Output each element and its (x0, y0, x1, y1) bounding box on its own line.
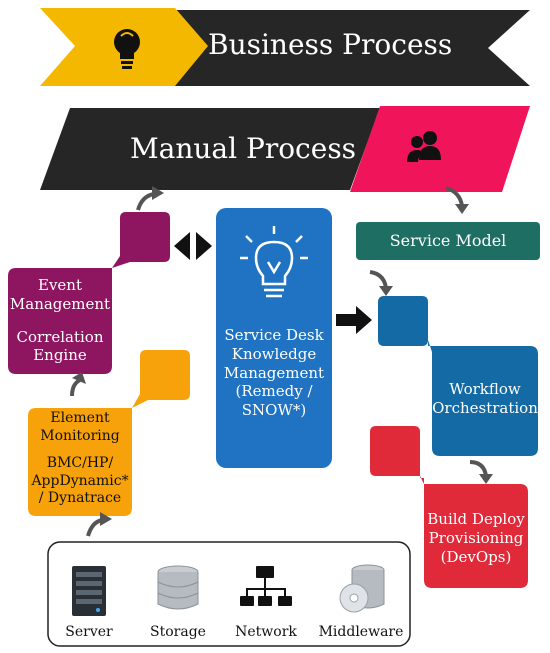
build-line-1: Build Deploy (427, 510, 525, 528)
users-icon (407, 131, 441, 162)
network-label: Network (235, 624, 297, 640)
element-monitoring-label: Element Monitoring BMC/HP/ AppDynamic* /… (28, 410, 132, 508)
event-line-2: Management (9, 294, 111, 313)
event-line-4: Correlation (16, 327, 104, 346)
curve-arrow-infra-up (86, 518, 103, 537)
service-model-label: Service Model (389, 231, 507, 250)
event-line-5: Engine (33, 346, 87, 365)
lightbulb-icon (114, 29, 140, 69)
storage-icon (157, 565, 199, 610)
element-line-1: Element (50, 410, 110, 426)
curve-arrow-manual-down (445, 186, 464, 207)
event-line-1: Event (38, 276, 82, 294)
workflow-orchestration-label: Workflow Orchestration (432, 380, 538, 418)
knowledge-line-4: (Remedy / (235, 382, 313, 401)
element-monitoring-shape (28, 350, 190, 516)
server-icon (72, 566, 106, 616)
network-icon (240, 566, 292, 606)
manual-icon-block (350, 106, 530, 192)
server-label: Server (65, 624, 113, 640)
business-process-banner (150, 10, 530, 86)
right-arrow (336, 306, 372, 334)
knowledge-line-5: SNOW*) (241, 401, 307, 419)
knowledge-management-label: Service Desk Knowledge Management (Remed… (216, 326, 332, 420)
element-line-6: / Dynatrace (38, 490, 122, 506)
workflow-line-2: Orchestration (432, 398, 538, 417)
idea-lightbulb-icon (240, 226, 308, 298)
curve-arrow-element-up (70, 378, 82, 397)
business-process-title: Business Process (208, 28, 453, 61)
knowledge-line-2: Knowledge (231, 344, 317, 363)
event-management-shape (8, 212, 170, 374)
knowledge-management-box (216, 208, 332, 468)
knowledge-line-3: Management (223, 363, 325, 382)
curve-arrow-event-up (136, 192, 155, 211)
build-line-3: (DevOps) (440, 547, 512, 566)
curve-arrow-service-down (369, 270, 388, 289)
double-arrow (174, 232, 190, 260)
build-line-2: Provisioning (428, 528, 524, 547)
build-deploy-shape (370, 426, 528, 588)
manual-process-banner (40, 108, 380, 190)
middleware-icon (339, 564, 385, 613)
build-deploy-label: Build Deploy Provisioning (DevOps) (424, 510, 528, 566)
service-model-box (356, 222, 540, 260)
workflow-line-1: Workflow (449, 380, 521, 398)
infrastructure-frame (47, 541, 411, 647)
element-line-4: BMC/HP/ (46, 455, 114, 471)
curve-arrow-workflow-down (469, 460, 488, 477)
middleware-label: Middleware (318, 624, 404, 640)
manual-process-title: Manual Process (130, 132, 357, 165)
workflow-orchestration-shape (378, 296, 538, 456)
event-management-label: Event Management Correlation Engine (8, 276, 112, 365)
knowledge-line-1: Service Desk (224, 326, 324, 344)
element-line-2: Monitoring (40, 427, 120, 444)
element-line-5: AppDynamic* (31, 472, 129, 489)
storage-label: Storage (150, 624, 206, 640)
